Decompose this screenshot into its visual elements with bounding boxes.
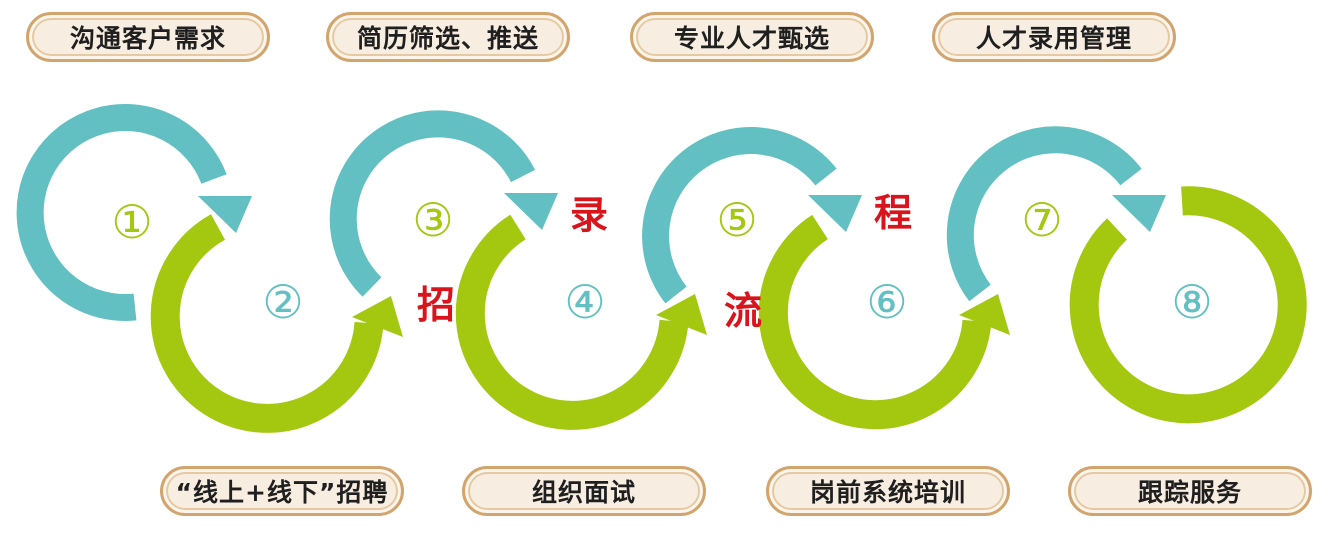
arrowhead-7: [1112, 195, 1166, 232]
step-3-number: ③: [412, 193, 453, 247]
arrowhead-3: [504, 193, 558, 230]
bottom-label-1: “线上+线下”招聘: [160, 466, 404, 516]
arrowhead-6: [959, 294, 1010, 335]
step-7-number: ⑦: [1021, 193, 1062, 247]
top-label-1: 沟通客户需求: [26, 12, 270, 62]
green-loop-8: [1069, 186, 1307, 424]
teal-loop-5: [642, 127, 862, 304]
step-2-number: ②: [262, 275, 303, 329]
teal-loop-3: [329, 110, 558, 297]
arrowhead-2: [352, 296, 403, 337]
arrowhead-4: [656, 294, 707, 335]
teal-loop-7: [946, 126, 1166, 302]
bottom-label-2: 组织面试: [462, 466, 706, 516]
title-char-2: 录: [570, 193, 608, 237]
arrowhead-5: [808, 195, 862, 232]
step-6-number: ⑥: [866, 275, 907, 329]
step-8-number: ⑧: [1171, 275, 1212, 329]
teal-loop-1: [16, 104, 252, 321]
green-loop-4: [455, 214, 707, 430]
step-4-number: ④: [564, 275, 605, 329]
top-label-4: 人才录用管理: [932, 12, 1176, 62]
step-5-number: ⑤: [716, 193, 757, 247]
arrowhead-1: [198, 196, 252, 233]
title-char-1: 招: [417, 283, 455, 327]
bottom-label-4: 跟踪服务: [1068, 466, 1312, 516]
bottom-label-3: 岗前系统培训: [766, 466, 1010, 516]
top-label-3: 专业人才甄选: [630, 12, 874, 62]
flow-arcs: [16, 104, 1307, 433]
title-char-4: 程: [874, 191, 912, 235]
title-char-3: 流: [724, 289, 762, 333]
green-loop-6: [758, 214, 1010, 430]
step-1-number: ①: [111, 195, 152, 249]
top-label-2: 简历筛选、推送: [326, 12, 570, 62]
green-loop-2: [150, 214, 403, 433]
